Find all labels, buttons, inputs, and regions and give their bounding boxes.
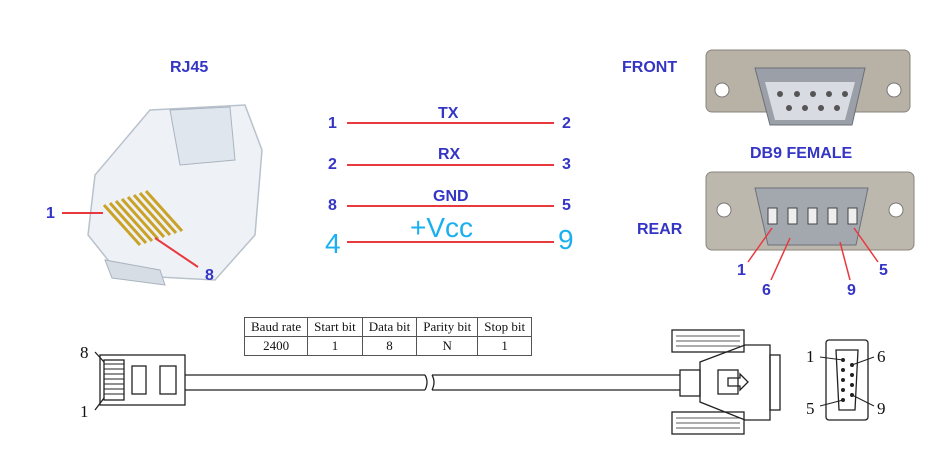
- db9-front-image: [705, 49, 911, 126]
- drawing-db9-pin: 9: [877, 399, 886, 418]
- db9-front-label: FRONT: [622, 59, 678, 76]
- table-header-row: Baud rate Start bit Data bit Parity bit …: [243, 317, 533, 337]
- wire-left-pin: 4: [325, 228, 341, 259]
- db9-title: DB9 FEMALE: [750, 145, 853, 162]
- rj45-title: RJ45: [170, 59, 209, 76]
- wire-signal-label: +Vcc: [410, 212, 474, 243]
- drawing-rj45-pin-1: 1: [80, 402, 89, 421]
- table-header: Data bit: [361, 317, 418, 337]
- wire-right-pin: 3: [562, 156, 571, 173]
- db9-rear-pin: 9: [847, 282, 856, 299]
- cable-line-drawing: [94, 329, 875, 435]
- wire-left-pin: 2: [328, 156, 337, 173]
- serial-settings-table: Baud rate Start bit Data bit Parity bit …: [243, 317, 533, 356]
- table-cell: 1: [477, 336, 533, 356]
- table-header: Start bit: [307, 317, 363, 337]
- table-cell: 1: [307, 336, 363, 356]
- table-header: Baud rate: [243, 317, 309, 337]
- db9-rear-pin: 5: [879, 262, 888, 279]
- table-cell: 8: [361, 336, 418, 356]
- rj45-pin-8-label: 8: [205, 267, 214, 284]
- drawing-db9-pin: 6: [877, 347, 886, 366]
- wire-signal-label: RX: [438, 146, 461, 163]
- wire-line: [347, 241, 554, 243]
- rj45-plug-image: [62, 104, 263, 286]
- wire-left-pin: 1: [328, 115, 337, 132]
- wire-signal-label: GND: [433, 188, 469, 205]
- wire-right-pin: 2: [562, 115, 571, 132]
- wire-right-pin: 9: [558, 224, 574, 255]
- db9-rear-image: [705, 171, 915, 281]
- table-row: 2400 1 8 N 1: [243, 336, 533, 356]
- wire-line: [347, 164, 554, 166]
- db9-rear-pin: 6: [762, 282, 771, 299]
- table-header: Parity bit: [416, 317, 479, 337]
- drawing-rj45-pin-8: 8: [80, 343, 89, 362]
- table-header: Stop bit: [477, 317, 533, 337]
- db9-rear-label: REAR: [637, 221, 683, 238]
- rj45-pin-1-label: 1: [46, 205, 55, 222]
- wire-signal-label: TX: [438, 105, 459, 122]
- wire-right-pin: 5: [562, 197, 571, 214]
- drawing-db9-pin: 1: [806, 347, 815, 366]
- wire-line: [347, 205, 554, 207]
- drawing-db9-pin: 5: [806, 399, 815, 418]
- table-cell: N: [416, 336, 479, 356]
- wire-left-pin: 8: [328, 197, 337, 214]
- table-cell: 2400: [243, 336, 309, 356]
- db9-rear-pin: 1: [737, 262, 746, 279]
- wire-line: [347, 122, 554, 124]
